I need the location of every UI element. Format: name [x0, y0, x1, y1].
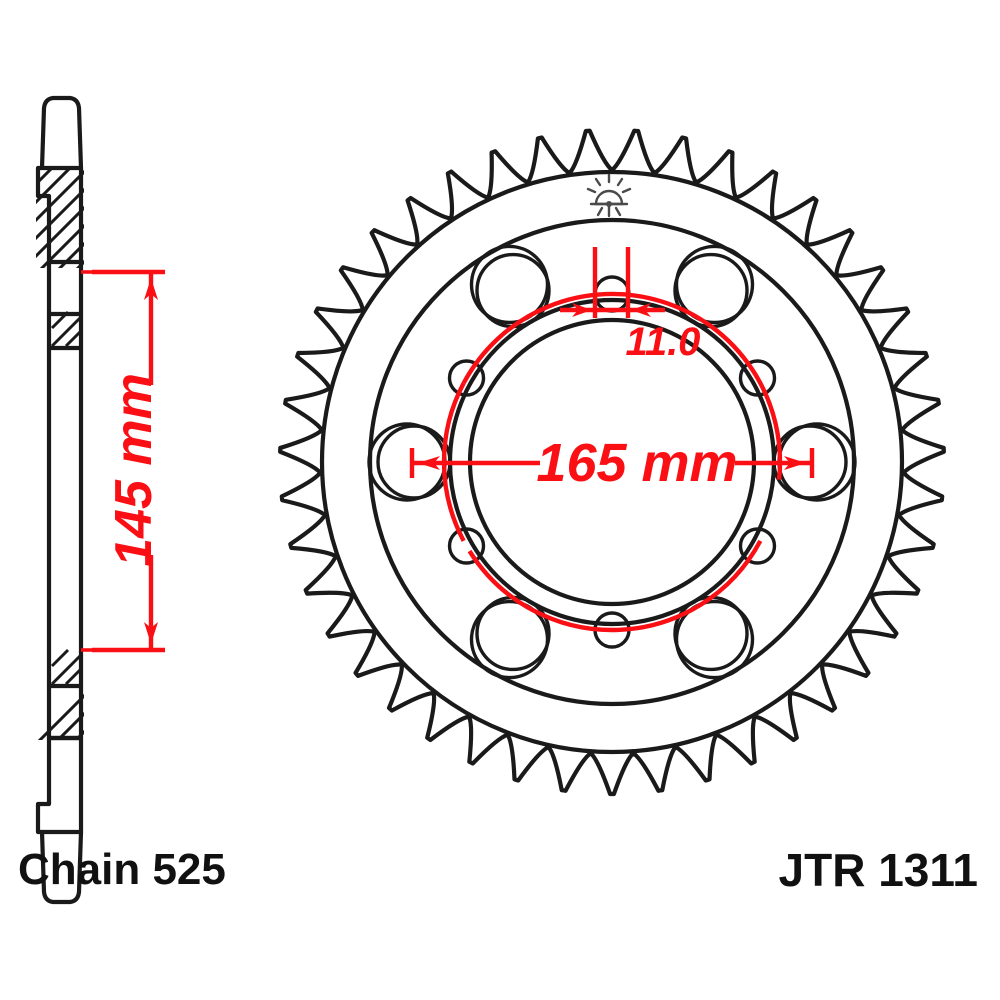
part-number-label: JTR 1311 — [778, 844, 978, 896]
profile-top-band — [46, 259, 84, 317]
profile-top-hub — [35, 165, 84, 265]
bolt-hole — [738, 527, 777, 565]
sprocket-emblem-icon — [586, 173, 632, 218]
side-profile-view — [35, 95, 84, 905]
profile-top-hub-hatch — [36, 168, 84, 268]
profile-bottom-hub-hatch — [37, 693, 84, 740]
dimension-165mm-value: 165 mm — [536, 433, 737, 493]
dimension-11mm: 11.0 — [560, 247, 700, 364]
profile-top-flange-hatch — [50, 310, 84, 348]
arrow-left — [418, 456, 440, 470]
lightening-hole — [475, 595, 551, 672]
arrow-11-left — [572, 303, 592, 317]
arrow-bottom — [144, 622, 158, 644]
dimension-145mm: 145 mm — [81, 269, 165, 653]
bolt-circle-arc-upper — [461, 291, 783, 480]
profile-bottom-band — [46, 683, 84, 741]
lightening-hole — [475, 252, 551, 329]
profile-bottom-flange-hatch — [50, 648, 84, 686]
lightening-hole — [673, 595, 749, 672]
dimension-11mm-label: 11.0 — [626, 320, 701, 364]
arrow-right — [784, 456, 806, 470]
arrow-11-right — [631, 303, 651, 317]
bolt-hole — [738, 359, 777, 397]
profile-top-tooth — [39, 95, 84, 171]
tooth-profile-path — [278, 128, 946, 797]
sprocket-teeth — [278, 128, 946, 797]
root-circle — [319, 169, 905, 755]
profile-bottom-tooth — [39, 829, 84, 905]
arrow-top — [144, 278, 158, 300]
lightening-hole — [673, 252, 749, 329]
dimension-165mm: 165 mm — [409, 433, 815, 493]
bolt-hole — [447, 527, 486, 565]
bolt-circle-arc-lower — [467, 539, 763, 633]
bolt-hole — [447, 359, 486, 397]
profile-bottom-hub — [35, 735, 84, 835]
dimension-145mm-label: 145 mm — [105, 373, 163, 567]
dimension-165mm-label: 165 mm — [536, 433, 737, 493]
chain-size-label: Chain 525 — [18, 845, 226, 894]
